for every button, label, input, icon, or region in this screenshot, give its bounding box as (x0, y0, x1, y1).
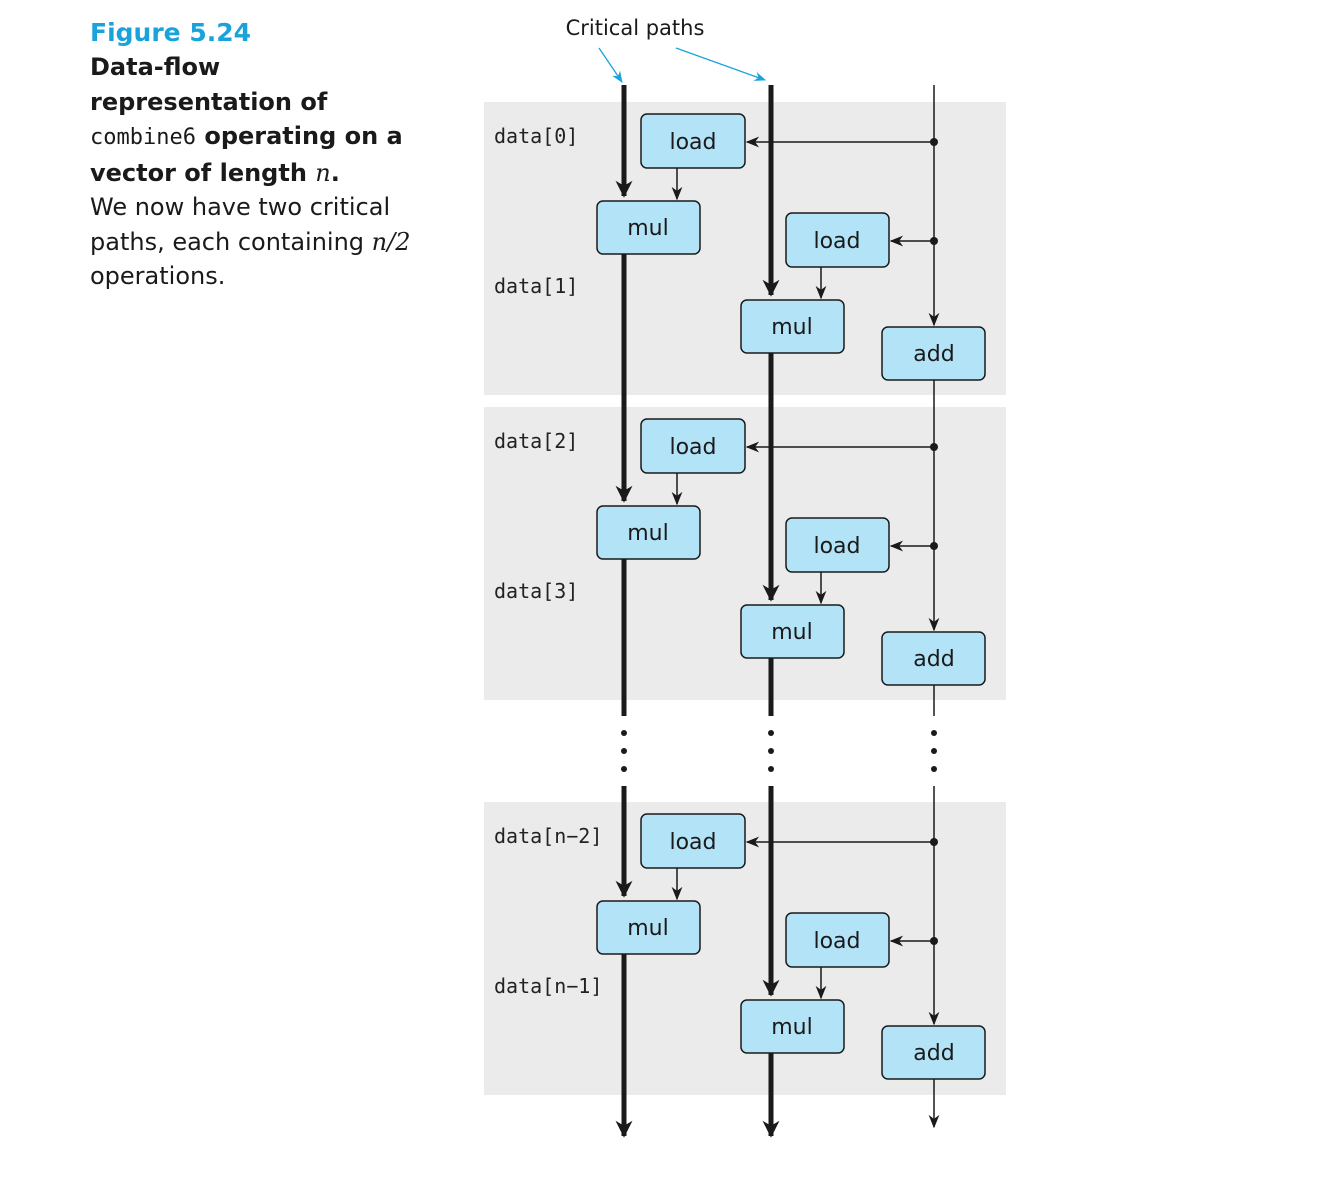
row-label-data-2: data[2] (494, 429, 578, 453)
svg-text:add: add (913, 1041, 954, 1066)
critical-path-pointer-left (598, 47, 623, 83)
row-label-data-n-2: data[n−2] (494, 824, 602, 848)
load-box: load (640, 418, 746, 474)
svg-text:mul: mul (627, 216, 669, 241)
critical-paths-label: Critical paths (566, 16, 705, 40)
load-feed-arrows (745, 136, 934, 947)
svg-text:load: load (669, 830, 716, 855)
title-end: . (330, 158, 340, 187)
body-text-2: operations. (90, 262, 226, 290)
svg-text:load: load (669, 130, 716, 155)
critical-path-pointer-right (675, 47, 767, 81)
svg-text:load: load (669, 435, 716, 460)
load-box: load (785, 517, 890, 573)
load-box: load (640, 813, 746, 869)
mul-box: mul (740, 299, 845, 354)
mul-box: mul (596, 200, 701, 255)
row-label-data-3: data[3] (494, 579, 578, 603)
load-box: load (785, 912, 890, 968)
row-label-data-n-1: data[n−1] (494, 974, 602, 998)
load-box: load (640, 113, 746, 169)
body-text-1: We now have two critical paths, each con… (90, 193, 391, 256)
load-to-mul-arrows (671, 168, 827, 1000)
svg-text:mul: mul (771, 315, 813, 340)
mul-box: mul (596, 505, 701, 560)
figure-label: Figure 5.24 (90, 18, 252, 47)
title-text-2: operating on a vector of length (90, 122, 403, 187)
title-text-1: Data-flow representation of (90, 53, 328, 116)
load-box: load (785, 212, 890, 268)
figure-caption: Figure 5.24 Data-flow representation of … (90, 16, 430, 294)
svg-text:load: load (813, 929, 860, 954)
mul-box: mul (740, 604, 845, 659)
body-expression: n/2 (371, 227, 411, 256)
svg-text:mul: mul (627, 916, 669, 941)
add-box: add (881, 1025, 986, 1080)
junction-dots (930, 138, 938, 945)
ellipsis-right (931, 730, 937, 772)
svg-text:mul: mul (771, 620, 813, 645)
row-label-data-0: data[0] (494, 124, 578, 148)
figure-body: We now have two critical paths, each con… (90, 190, 430, 294)
mul-box: mul (596, 900, 701, 955)
mul-box: mul (740, 999, 845, 1054)
title-variable: n (315, 158, 331, 187)
svg-text:mul: mul (771, 1015, 813, 1040)
figure-title: Data-flow representation of combine6 ope… (90, 50, 430, 190)
ellipsis-middle (768, 730, 774, 772)
title-code: combine6 (90, 125, 196, 150)
svg-text:mul: mul (627, 521, 669, 546)
row-label-data-1: data[1] (494, 274, 578, 298)
add-box: add (881, 631, 986, 686)
svg-text:load: load (813, 229, 860, 254)
svg-text:add: add (913, 342, 954, 367)
svg-text:add: add (913, 647, 954, 672)
svg-text:load: load (813, 534, 860, 559)
ellipsis-left (621, 730, 627, 772)
add-box: add (881, 326, 986, 381)
